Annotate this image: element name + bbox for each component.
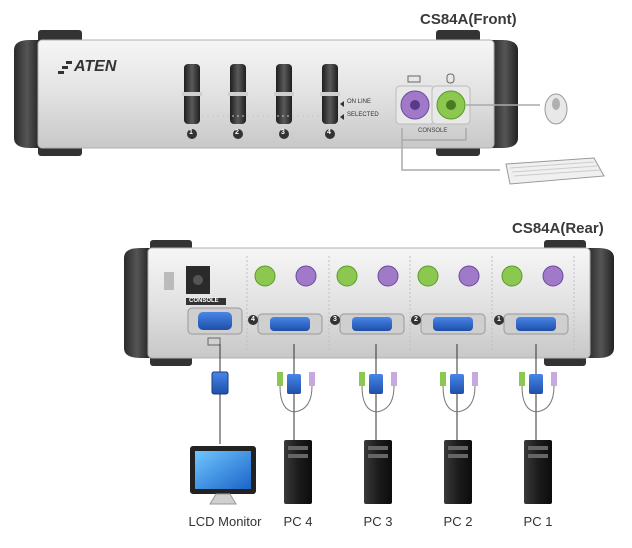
rear-port-1 [494, 265, 569, 335]
front-port-number-1: 1 [189, 129, 193, 136]
front-title: CS84A(Front) [420, 11, 517, 28]
port-button-3[interactable] [274, 64, 294, 124]
pc1-tower-icon [524, 440, 552, 504]
rear-title: CS84A(Rear) [512, 220, 604, 237]
lcd-monitor-icon [190, 446, 256, 505]
pc3-label: PC 3 [363, 514, 393, 529]
front-console-keyboard-port [395, 75, 435, 125]
port-button-1[interactable] [182, 64, 202, 124]
brand-logo-text: ATEN [74, 58, 117, 75]
cable-monitor [211, 344, 229, 444]
pc4-tower-icon [284, 440, 312, 504]
front-port-number-4: 4 [327, 129, 331, 136]
rear-unit [124, 240, 614, 366]
online-indicator-label: ON LINE [347, 99, 372, 105]
pc3-tower-icon [364, 440, 392, 504]
rear-port-number-2: 2 [414, 316, 418, 323]
front-port-number-2: 2 [235, 129, 239, 136]
cable-pc1 [519, 344, 557, 440]
rear-port-4 [248, 265, 323, 335]
front-console-label: CONSOLE [418, 128, 448, 134]
keyboard-icon [505, 157, 605, 185]
cable-pc2 [440, 344, 478, 440]
rear-port-number-3: 3 [333, 316, 337, 323]
rear-console-label: CONSOLE [189, 298, 219, 304]
rear-port-2 [411, 265, 486, 335]
selected-indicator-label: SELECTED [347, 112, 379, 118]
mouse-icon [544, 93, 568, 125]
port-button-4[interactable] [320, 64, 340, 124]
rear-port-3 [330, 265, 405, 335]
rear-port-number-1: 1 [497, 316, 501, 323]
cable-pc4 [277, 344, 315, 440]
aten-logo [58, 61, 72, 74]
front-port-number-3: 3 [281, 129, 285, 136]
pc2-label: PC 2 [443, 514, 473, 529]
cable-pc3 [359, 344, 397, 440]
pc2-tower-icon [444, 440, 472, 504]
port-button-2[interactable] [228, 64, 248, 124]
lcd-monitor-label: LCD Monitor [188, 514, 262, 529]
pc1-label: PC 1 [523, 514, 553, 529]
rear-console-vga-port [187, 307, 243, 335]
front-unit [14, 30, 540, 171]
pc4-label: PC 4 [283, 514, 313, 529]
front-console-mouse-port [431, 73, 471, 125]
rear-port-number-4: 4 [251, 316, 255, 323]
